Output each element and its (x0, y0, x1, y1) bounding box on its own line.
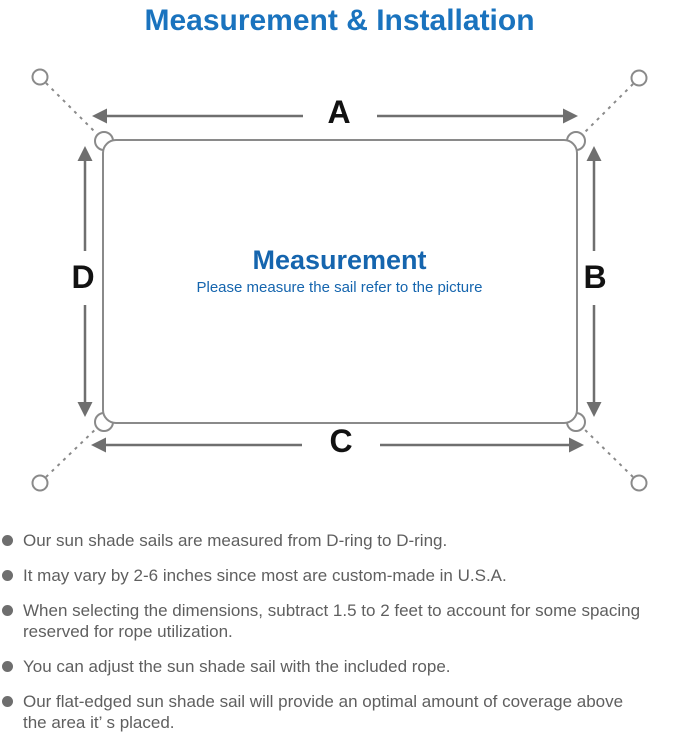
list-item: It may vary by 2-6 inches since most are… (0, 565, 679, 586)
note-text: It may vary by 2-6 inches since most are… (23, 566, 507, 585)
bullet-dot-icon (2, 696, 13, 707)
note-text: Our flat-edged sun shade sail will provi… (23, 692, 624, 711)
note-text: Our sun shade sails are measured from D-… (23, 531, 448, 550)
note-text: You can adjust the sun shade sail with t… (23, 657, 451, 676)
diagram-center-text: Measurement Please measure the sail refe… (0, 245, 679, 297)
measurement-diagram: A B C D Measurement Please measure the s… (0, 68, 679, 492)
bullet-dot-icon (2, 605, 13, 616)
note-text: reserved for rope utilization. (23, 622, 233, 641)
list-item: Our flat-edged sun shade sail will provi… (0, 691, 679, 733)
dimension-arrow-icon (77, 108, 602, 453)
dimension-label-c: C (329, 423, 353, 459)
rope-line-icon (45, 82, 634, 478)
anchor-point-icon (31, 68, 648, 492)
sail-diagram-canvas (31, 68, 648, 492)
dimension-label-a: A (327, 94, 351, 130)
bullet-dot-icon (2, 570, 13, 581)
list-item: Our sun shade sails are measured from D-… (0, 530, 679, 551)
bullet-dot-icon (2, 661, 13, 672)
list-item: When selecting the dimensions, subtract … (0, 600, 679, 642)
dimension-label-b: B (583, 259, 607, 295)
diagram-heading: Measurement (252, 245, 427, 275)
list-item: You can adjust the sun shade sail with t… (0, 656, 679, 677)
page-title: Measurement & Installation (144, 4, 535, 37)
diagram-subheading: Please measure the sail refer to the pic… (196, 279, 483, 296)
note-text: the area it’ s placed. (23, 713, 175, 732)
notes-list: Our sun shade sails are measured from D-… (0, 530, 679, 739)
sail-outline (102, 139, 578, 424)
note-text: When selecting the dimensions, subtract … (23, 601, 641, 620)
bullet-dot-icon (2, 535, 13, 546)
dimension-label-d: D (71, 259, 95, 295)
